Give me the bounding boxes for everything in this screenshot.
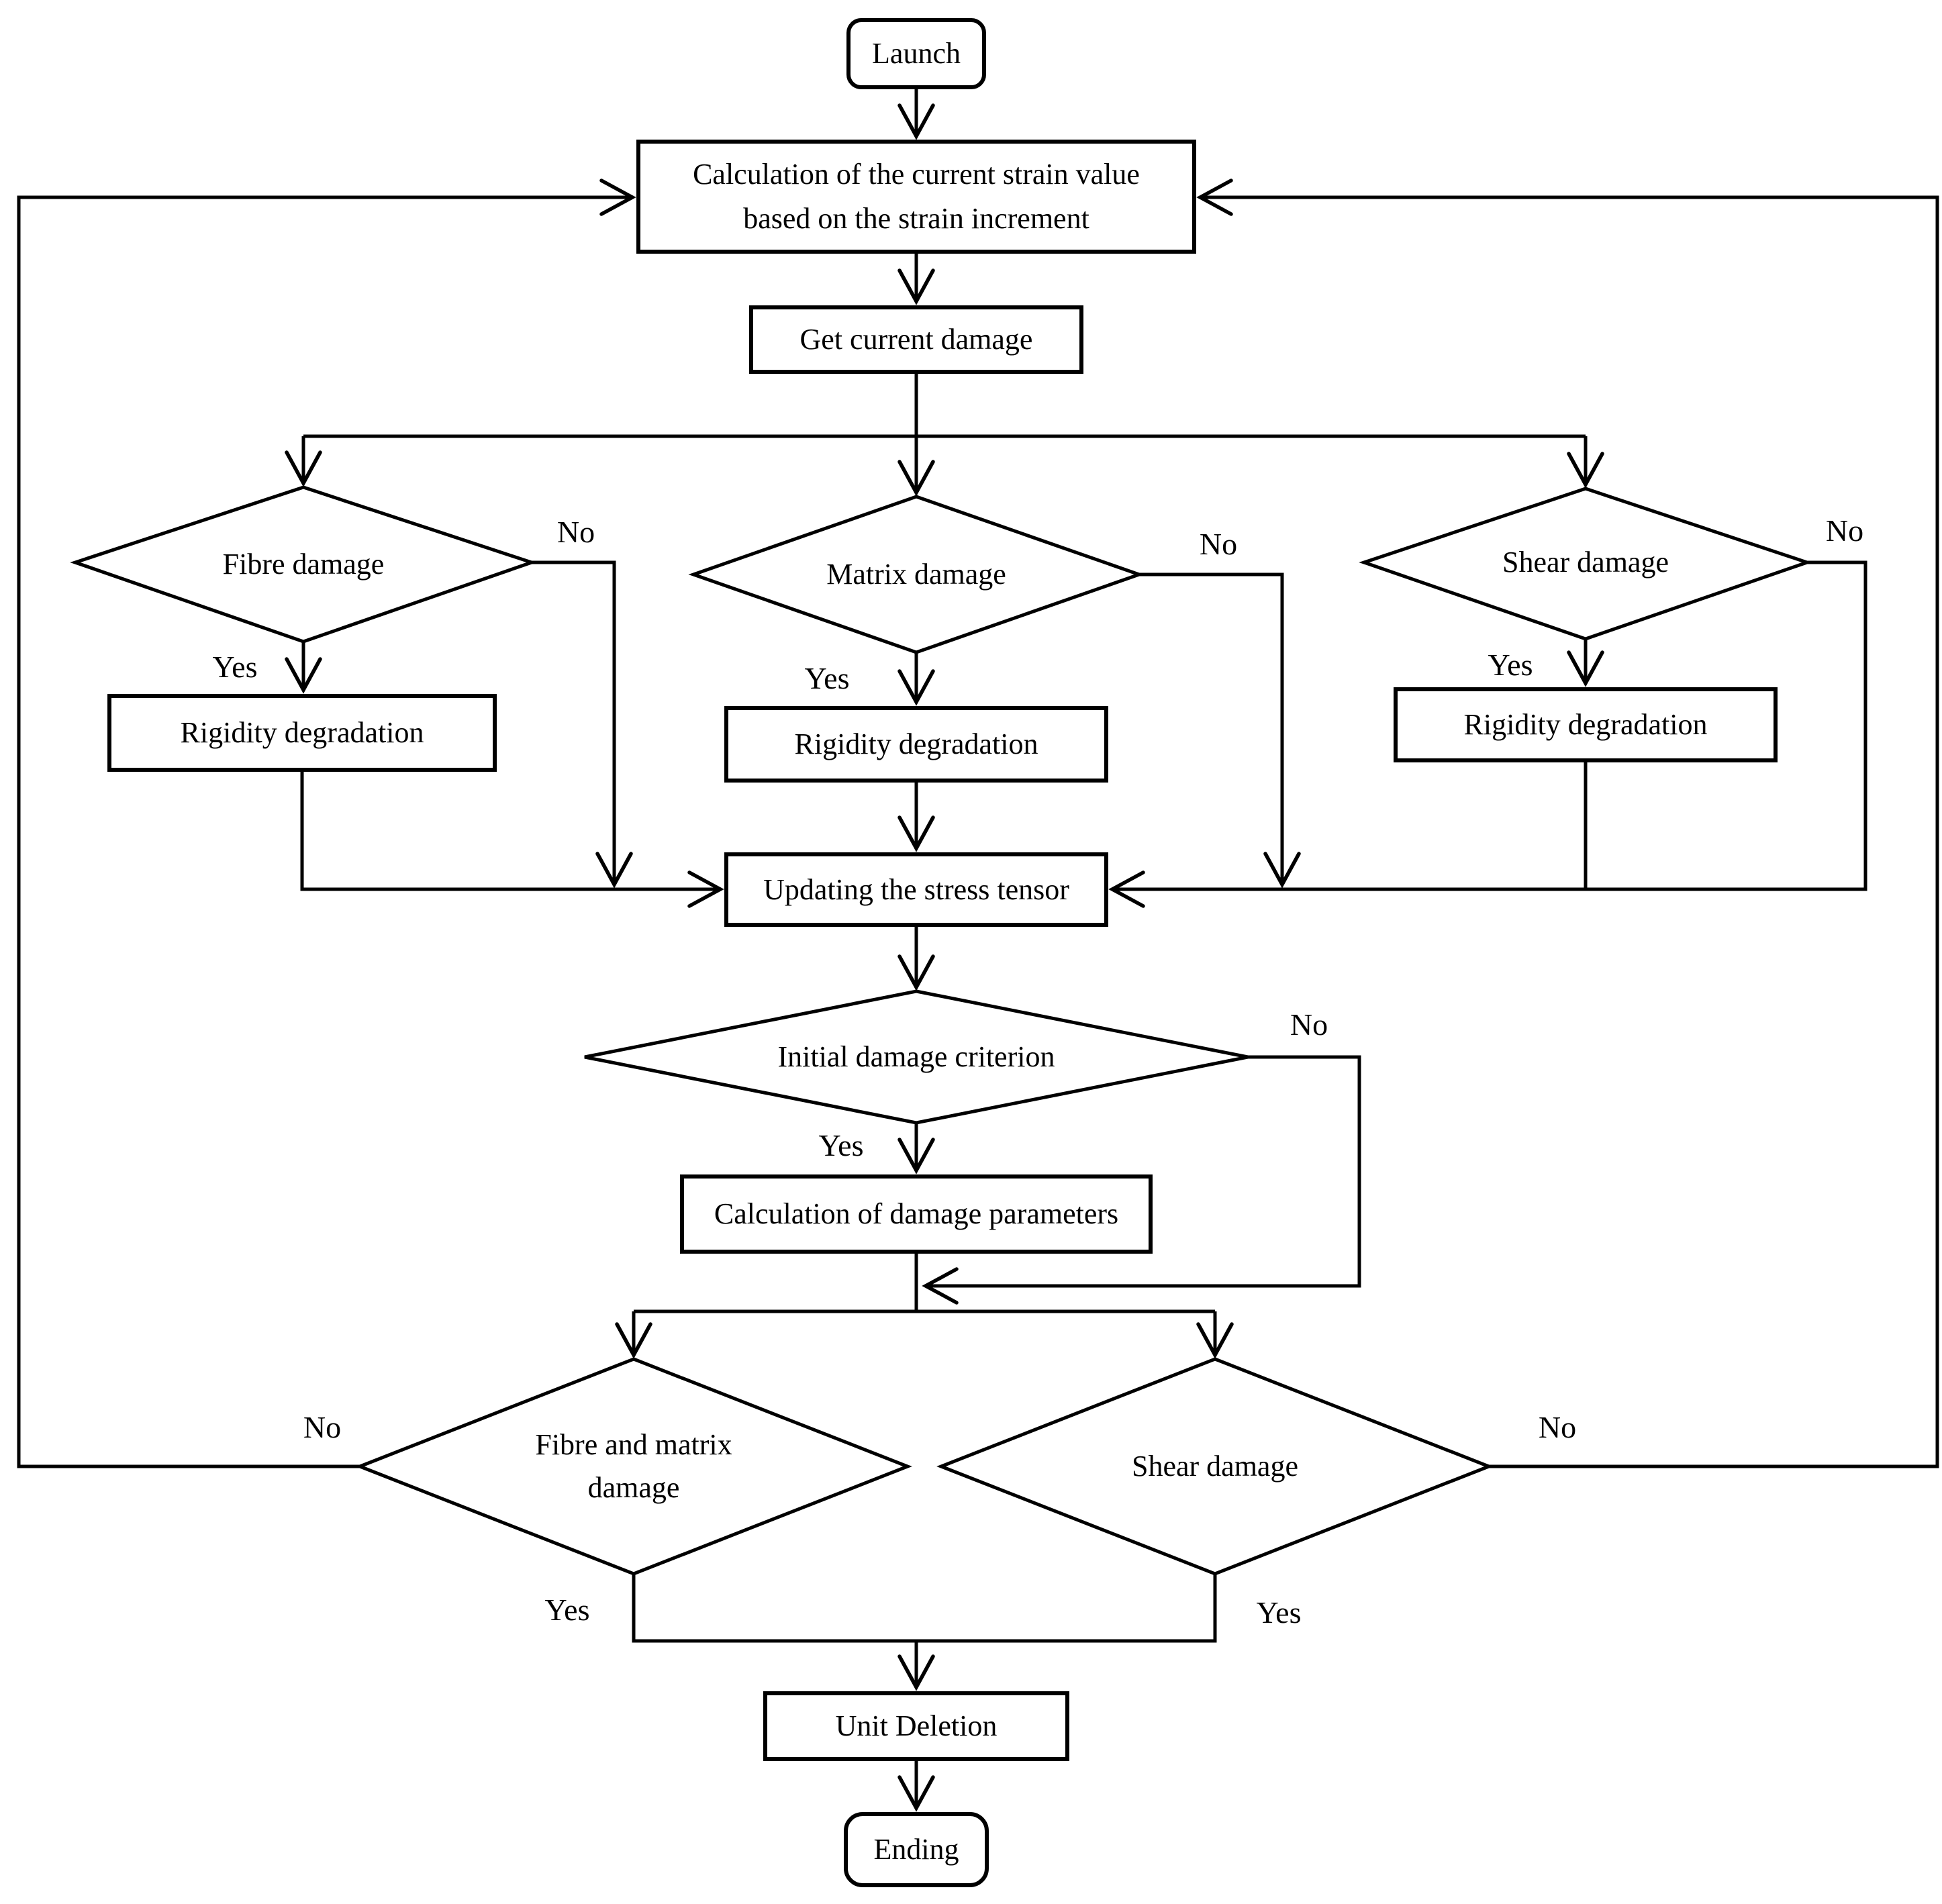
label-initial-yes: Yes <box>818 1128 864 1162</box>
edge-shear2-no-loop <box>1196 179 1939 1468</box>
label-shear-no: No <box>1825 513 1864 548</box>
edge-fibre-no <box>532 560 633 889</box>
node-launch-label: Launch <box>872 37 961 70</box>
edge-fibrematrix-no-loop <box>17 179 636 1468</box>
node-rigidity-shear-label: Rigidity degradation <box>1463 708 1708 741</box>
label-shear2-yes: Yes <box>1256 1595 1302 1630</box>
node-unit-deletion: Unit Deletion <box>763 1691 1069 1761</box>
node-ending: Ending <box>844 1812 989 1887</box>
node-calc-damage-params-label: Calculation of damage parameters <box>714 1197 1119 1230</box>
label-matrix-no: No <box>1199 526 1238 561</box>
label-matrix-yes: Yes <box>804 660 850 695</box>
node-get-damage: Get current damage <box>749 305 1083 374</box>
decision-fibre-damage-shape <box>70 485 537 644</box>
node-unit-deletion-label: Unit Deletion <box>835 1709 998 1742</box>
label-fibrematrix-no: No <box>303 1409 342 1444</box>
edge-shear-no-merge <box>1108 560 1867 908</box>
decision-initial-criterion-shape <box>584 989 1249 1125</box>
node-rigidity-matrix-label: Rigidity degradation <box>794 728 1038 760</box>
label-initial-no: No <box>1290 1007 1328 1042</box>
decision-matrix-damage-shape <box>688 495 1145 654</box>
edge-matrix-no <box>1139 572 1301 889</box>
node-rigidity-fibre-label: Rigidity degradation <box>180 716 424 749</box>
label-shear2-no: No <box>1538 1409 1577 1444</box>
node-calc-strain-line1: Calculation of the current strain value <box>693 158 1140 191</box>
edge-shear2-yes-merge <box>916 1574 1217 1643</box>
node-calc-strain-line2: based on the strain increment <box>743 202 1089 235</box>
node-calc-strain: Calculation of the current strain value … <box>636 140 1196 254</box>
node-rigidity-matrix: Rigidity degradation <box>724 706 1108 783</box>
node-launch: Launch <box>846 18 986 89</box>
decision-shear-damage-shape <box>1359 487 1812 641</box>
node-get-damage-label: Get current damage <box>799 323 1033 356</box>
node-ending-label: Ending <box>873 1833 959 1866</box>
decision-fibre-matrix-damage-shape <box>355 1357 912 1576</box>
node-calc-damage-params: Calculation of damage parameters <box>680 1174 1153 1254</box>
edge-rigidity1-to-update <box>300 772 724 908</box>
node-rigidity-shear: Rigidity degradation <box>1394 687 1778 762</box>
label-fibrematrix-yes: Yes <box>544 1592 590 1627</box>
edge-initial-no-return <box>922 1055 1361 1305</box>
node-rigidity-fibre: Rigidity degradation <box>107 694 497 772</box>
decision-shear-damage-final-shape <box>936 1357 1494 1576</box>
node-update-stress-label: Updating the stress tensor <box>763 872 1069 906</box>
node-update-stress: Updating the stress tensor <box>724 852 1108 927</box>
label-shear-yes: Yes <box>1488 647 1533 682</box>
label-fibre-no: No <box>556 514 595 549</box>
label-fibre-yes: Yes <box>212 649 258 684</box>
edge-fibrematrix-yes-merge <box>632 1574 916 1643</box>
